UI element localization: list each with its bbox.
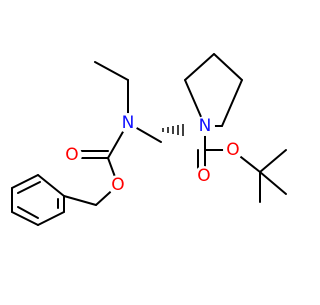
atom-o-cbz-ester: O	[111, 175, 124, 195]
bond-ring-c4-c3	[213, 53, 243, 81]
phenyl-ring	[11, 174, 65, 226]
atom-label-layer: N N O O O O	[62, 113, 243, 195]
atom-o-cbz-carbonyl: O	[65, 145, 78, 165]
bond-benzyl-phenyl	[63, 195, 97, 206]
bond-ring-c3-c2	[221, 79, 243, 127]
bond-ethyl-ch2-ch3	[94, 61, 129, 81]
structure-canvas: N N O O O O	[11, 53, 287, 226]
molecule-structure: N N O O O O	[11, 53, 287, 226]
atom-n-ring: N	[199, 116, 212, 136]
hashed-wedge-bond	[162, 124, 184, 136]
atom-o-boc-carbonyl: O	[197, 166, 210, 186]
atom-n-carbamate: N	[122, 113, 135, 133]
atom-o-boc-ester: O	[226, 140, 239, 160]
bond-tbu-me2	[259, 171, 287, 195]
bond-tbu-me1	[259, 149, 287, 173]
bond-layer	[11, 53, 287, 226]
bond-ring-c5-c4	[184, 53, 215, 81]
